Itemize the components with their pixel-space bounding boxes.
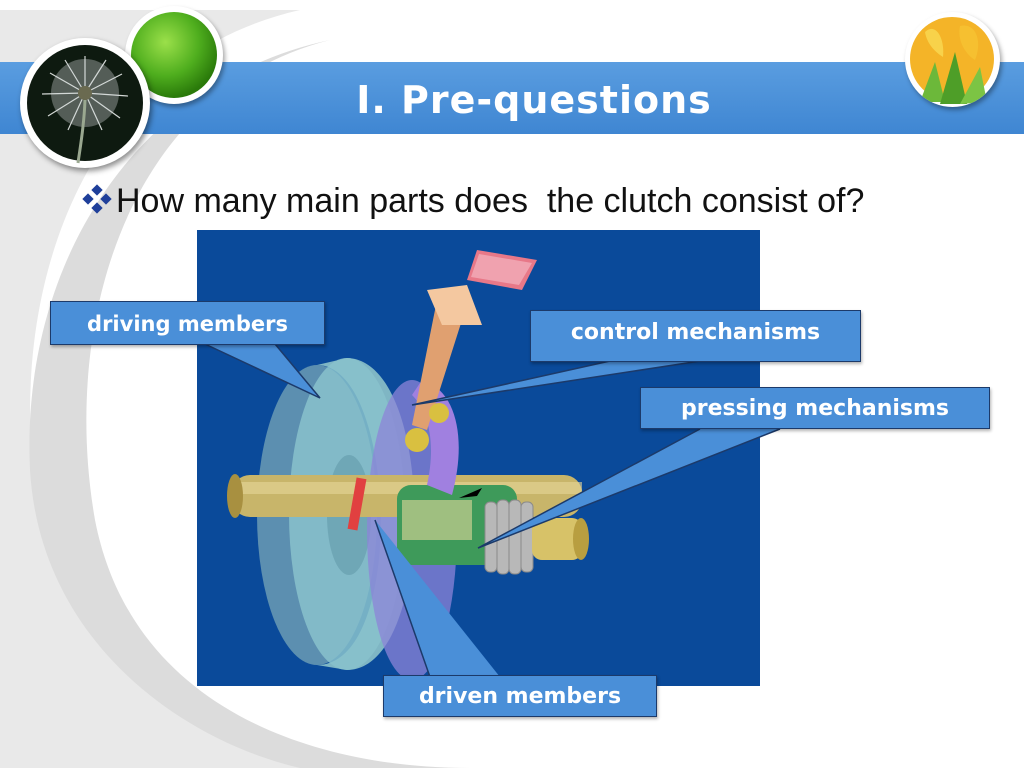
diamond-bullet-icon (82, 184, 112, 214)
slide-title: I. Pre-questions (356, 78, 712, 122)
callout-pressing-mechanisms: pressing mechanisms (640, 387, 990, 429)
callout-driven-members: driven members (383, 675, 657, 717)
green-orb-decoration (125, 6, 223, 104)
clutch-diagram (197, 230, 760, 686)
callout-control-mechanisms: control mechanisms (530, 310, 861, 362)
callout-driving-members: driving members (50, 301, 325, 345)
dandelion-photo (20, 38, 150, 168)
question-label: How many main parts does the clutch cons… (116, 182, 865, 220)
question-text: How many main parts does the clutch cons… (82, 182, 864, 221)
tulip-photo (905, 12, 1000, 107)
